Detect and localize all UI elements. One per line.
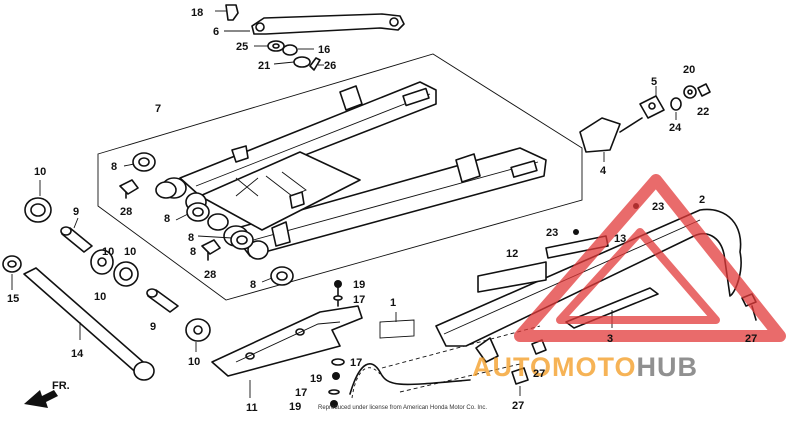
callout-13: 13 [614, 233, 626, 245]
pivot-bolt-part [2, 255, 155, 381]
callout-19a: 19 [353, 279, 365, 291]
callout-labels: 18 6 25 16 21 26 7 8 10 28 9 8 8 8 10 10… [7, 7, 757, 414]
callout-10d: 10 [94, 291, 106, 303]
callout-19b: 19 [310, 373, 322, 385]
callout-28a: 28 [120, 206, 132, 218]
automotohub-watermark: AUTOMOTOHUB [472, 174, 786, 382]
callout-27b: 27 [533, 368, 545, 380]
watermark-brand-gray: HUB [637, 352, 699, 382]
callout-6: 6 [213, 26, 219, 38]
grease-fittings [119, 179, 221, 261]
callout-23b: 23 [652, 201, 664, 213]
pivot-seals-bearings [24, 180, 211, 352]
callout-11: 11 [246, 402, 258, 414]
chain-adjuster-part [579, 86, 665, 162]
callout-8d: 8 [190, 246, 196, 258]
callout-10e: 10 [188, 356, 200, 368]
callout-14: 14 [71, 348, 84, 360]
watermark-brand-orange: AUTOMOTO [472, 352, 637, 382]
callout-2: 2 [699, 194, 705, 206]
callout-15: 15 [7, 293, 19, 305]
callout-17b: 17 [350, 357, 362, 369]
callout-23a: 23 [546, 227, 558, 239]
callout-5: 5 [651, 76, 657, 88]
callout-8e: 8 [250, 279, 256, 291]
front-direction-arrow: FR. [24, 380, 70, 408]
callout-4: 4 [600, 165, 607, 177]
callout-7: 7 [155, 103, 161, 115]
chain-slider-part [211, 305, 363, 398]
callout-10c: 10 [124, 246, 136, 258]
callout-1: 1 [390, 297, 396, 309]
callout-10b: 10 [102, 246, 114, 258]
callout-17c: 17 [295, 387, 307, 399]
callout-22: 22 [697, 106, 709, 118]
callout-16: 16 [318, 44, 330, 56]
callout-9b: 9 [150, 321, 156, 333]
swingarm-part [161, 81, 547, 260]
pivot-hardware [254, 40, 324, 71]
bushing-parts [123, 152, 294, 286]
slider-bolts [328, 280, 345, 408]
torque-link-part [215, 4, 405, 35]
callout-12: 12 [506, 248, 518, 260]
callout-27c: 27 [512, 400, 524, 412]
callout-10a: 10 [34, 166, 46, 178]
callout-20: 20 [683, 64, 695, 76]
callout-25: 25 [236, 41, 248, 53]
callout-26: 26 [324, 60, 336, 72]
watermark-triangle-outer [514, 174, 786, 342]
copyright-notice: Reproduced under license from American H… [318, 405, 487, 411]
callout-21: 21 [258, 60, 270, 72]
drive-chain [349, 312, 541, 399]
adjuster-nuts [670, 83, 711, 120]
callout-18: 18 [191, 7, 203, 19]
callout-28b: 28 [204, 269, 216, 281]
watermark-triangle-inner [556, 228, 720, 324]
callout-9a: 9 [73, 206, 79, 218]
callout-19c: 19 [289, 401, 301, 413]
front-arrow-label: FR. [52, 380, 70, 392]
callout-8a: 8 [111, 161, 117, 173]
callout-8c: 8 [188, 232, 194, 244]
callout-27a: 27 [745, 333, 757, 345]
swingarm-assembly-box [97, 53, 583, 301]
callout-3: 3 [607, 333, 613, 345]
callout-24: 24 [669, 122, 682, 134]
caution-labels [477, 235, 609, 293]
callout-17a: 17 [353, 294, 365, 306]
watermark-brand: AUTOMOTOHUB [472, 352, 698, 382]
callout-8b: 8 [164, 213, 170, 225]
